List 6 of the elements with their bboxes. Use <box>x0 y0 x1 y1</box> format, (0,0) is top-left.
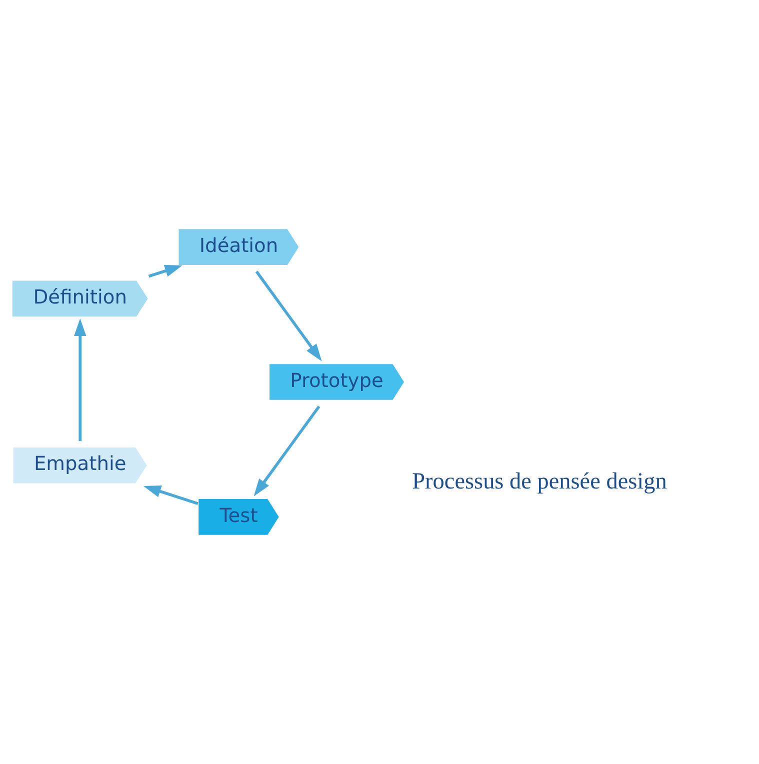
arrow <box>143 486 198 506</box>
arrow <box>255 270 322 362</box>
label: Processus de pensée design <box>412 468 667 495</box>
arrow <box>254 406 320 496</box>
arrow <box>74 318 86 442</box>
arrow <box>148 264 182 278</box>
